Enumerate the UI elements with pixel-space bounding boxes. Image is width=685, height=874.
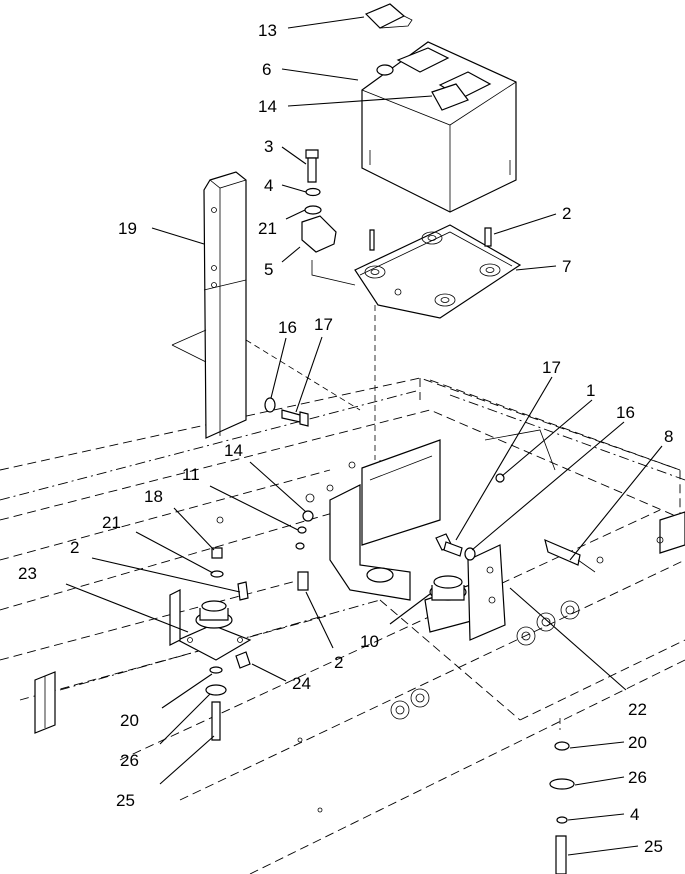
callout-20: 20 <box>120 711 139 730</box>
callout-2: 2 <box>562 204 571 223</box>
callout-23: 23 <box>18 564 37 583</box>
callout-22: 22 <box>628 700 647 719</box>
callout-21: 21 <box>258 219 277 238</box>
mount-bracket-center <box>329 439 441 601</box>
callout-25: 25 <box>116 791 135 810</box>
callout-24: 24 <box>292 674 311 693</box>
callout-1: 1 <box>586 381 595 400</box>
callout-19: 19 <box>118 219 137 238</box>
center-hardware <box>295 510 314 591</box>
callout-3: 3 <box>264 137 273 156</box>
right-bottom-hardware <box>549 718 575 874</box>
part-1-and-8 <box>484 429 596 573</box>
callout-8: 8 <box>664 427 673 446</box>
battery <box>361 41 517 213</box>
engine-mount-left <box>169 547 252 741</box>
callout-16: 16 <box>278 318 297 337</box>
vertical-bracket <box>171 171 361 439</box>
callout-2b: 2 <box>70 538 79 557</box>
callout-6: 6 <box>262 60 271 79</box>
callout-20b: 20 <box>628 733 647 752</box>
callout-labels: 13 6 14 3 4 21 5 19 2 7 16 17 1 17 16 8 … <box>18 21 673 856</box>
callout-25b: 25 <box>644 837 663 856</box>
callout-10: 10 <box>360 632 379 651</box>
clamp-hardware <box>301 149 356 286</box>
callout-26: 26 <box>120 751 139 770</box>
callout-2c: 2 <box>334 653 343 672</box>
right-bolt <box>435 533 476 561</box>
callout-4: 4 <box>264 176 273 195</box>
callout-7: 7 <box>562 257 571 276</box>
callout-21b: 21 <box>102 513 121 532</box>
leader-lines <box>65 16 663 856</box>
bracket-bolt <box>264 397 309 427</box>
callout-17b: 17 <box>542 358 561 377</box>
callout-14: 14 <box>258 97 277 116</box>
callout-5: 5 <box>264 260 273 279</box>
callout-18: 18 <box>144 487 163 506</box>
callout-16b: 16 <box>616 403 635 422</box>
battery-tray <box>354 224 522 319</box>
callout-4b: 4 <box>630 805 639 824</box>
engine-mount-right <box>424 544 506 641</box>
callout-13: 13 <box>258 21 277 40</box>
callout-14b: 14 <box>224 441 243 460</box>
callout-11: 11 <box>182 465 200 484</box>
callout-17: 17 <box>314 315 333 334</box>
callout-26b: 26 <box>628 768 647 787</box>
terminal-boot-side <box>431 83 469 111</box>
terminal-boot-top <box>364 3 413 29</box>
